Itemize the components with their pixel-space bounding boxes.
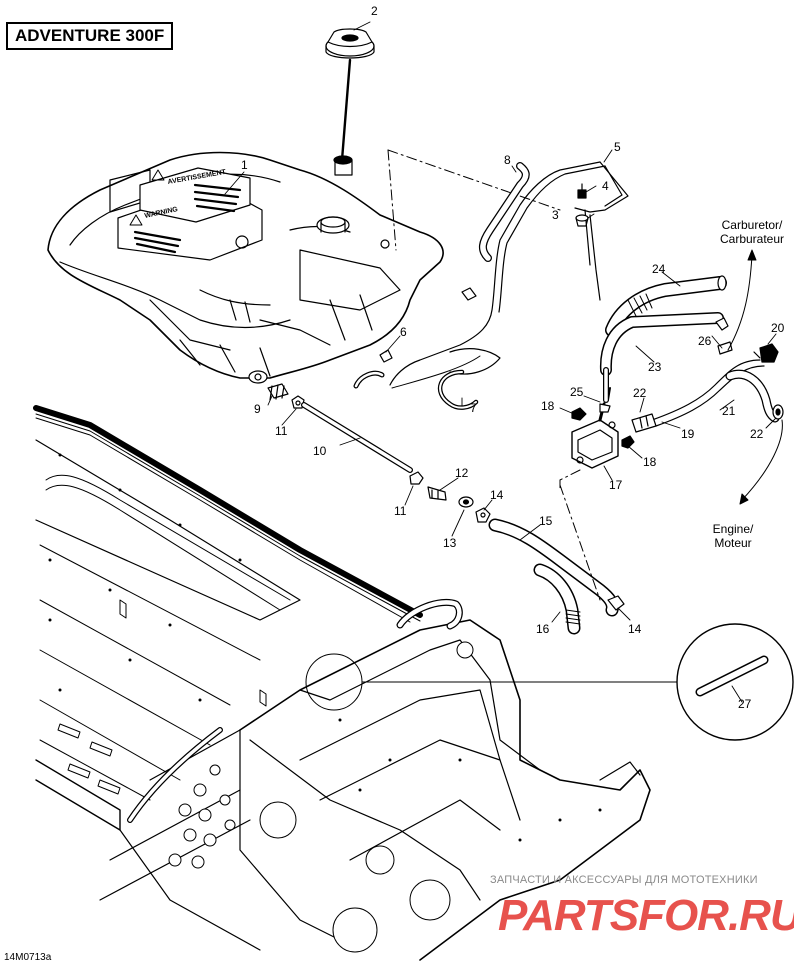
fuel-cap [325,28,375,176]
fuel-pump [571,387,635,469]
callout-13: 13 [443,536,457,550]
engine-label-fr: Moteur [714,536,752,550]
chassis-frame [33,405,651,961]
callout-11-lower: 11 [394,504,407,518]
callout-6: 6 [400,325,407,339]
lower-hoses [488,469,625,635]
callout-22-left: 22 [633,386,647,400]
watermark-logo: PARTSFOR.RU [498,891,794,940]
callout-5: 5 [614,140,621,154]
detail-magnifier [305,623,794,741]
watermark-logo-text: PARTSFOR.RU [498,891,794,940]
callout-16: 16 [536,622,550,636]
callout-20: 20 [771,321,785,335]
document-number: 14M0713a [4,952,52,963]
callout-14-lower: 14 [628,622,642,636]
callout-3: 3 [552,208,559,222]
upper-hoses [599,275,784,433]
callout-26: 26 [698,334,712,348]
callout-1: 1 [241,158,248,172]
callout-22-right: 22 [750,427,764,441]
callout-2: 2 [371,4,378,18]
engine-label-en: Engine/ [712,522,754,536]
callout-27: 27 [738,697,752,711]
vent-lines [387,149,629,386]
fuel-tank: AVERTISSEMENT WARNING [47,151,477,384]
callout-11-upper: 11 [275,424,288,438]
callout-25: 25 [570,385,584,399]
callout-19: 19 [681,427,695,441]
callout-17: 17 [609,478,623,492]
carburetor-label: Carburetor/ Carburateur [720,218,784,246]
hose-clamp-detail [353,348,501,410]
leader-lines [224,21,777,703]
callout-15: 15 [539,514,553,528]
callout-4: 4 [602,179,609,193]
callout-10: 10 [313,444,327,458]
routing-arrows [727,249,783,505]
callout-18-left: 18 [541,399,555,413]
diagram-title: ADVENTURE 300F [6,22,174,50]
callout-7: 7 [470,401,477,415]
callout-23: 23 [648,360,662,374]
callout-9: 9 [254,402,261,416]
carburetor-label-fr: Carburateur [719,232,785,246]
carburetor-label-en: Carburetor/ [721,218,783,232]
callout-14-upper: 14 [490,488,504,502]
callout-18-right: 18 [643,455,657,469]
callout-24: 24 [652,262,666,276]
watermark-tagline: ЗАПЧАСТИ И АКСЕССУАРЫ ДЛЯ МОТОТЕХНИКИ [490,874,758,886]
callout-21: 21 [722,404,736,418]
fuel-line-assembly [267,383,491,523]
callout-12: 12 [455,466,469,480]
engine-label: Engine/ Moteur [713,522,754,550]
callout-8: 8 [504,153,511,167]
